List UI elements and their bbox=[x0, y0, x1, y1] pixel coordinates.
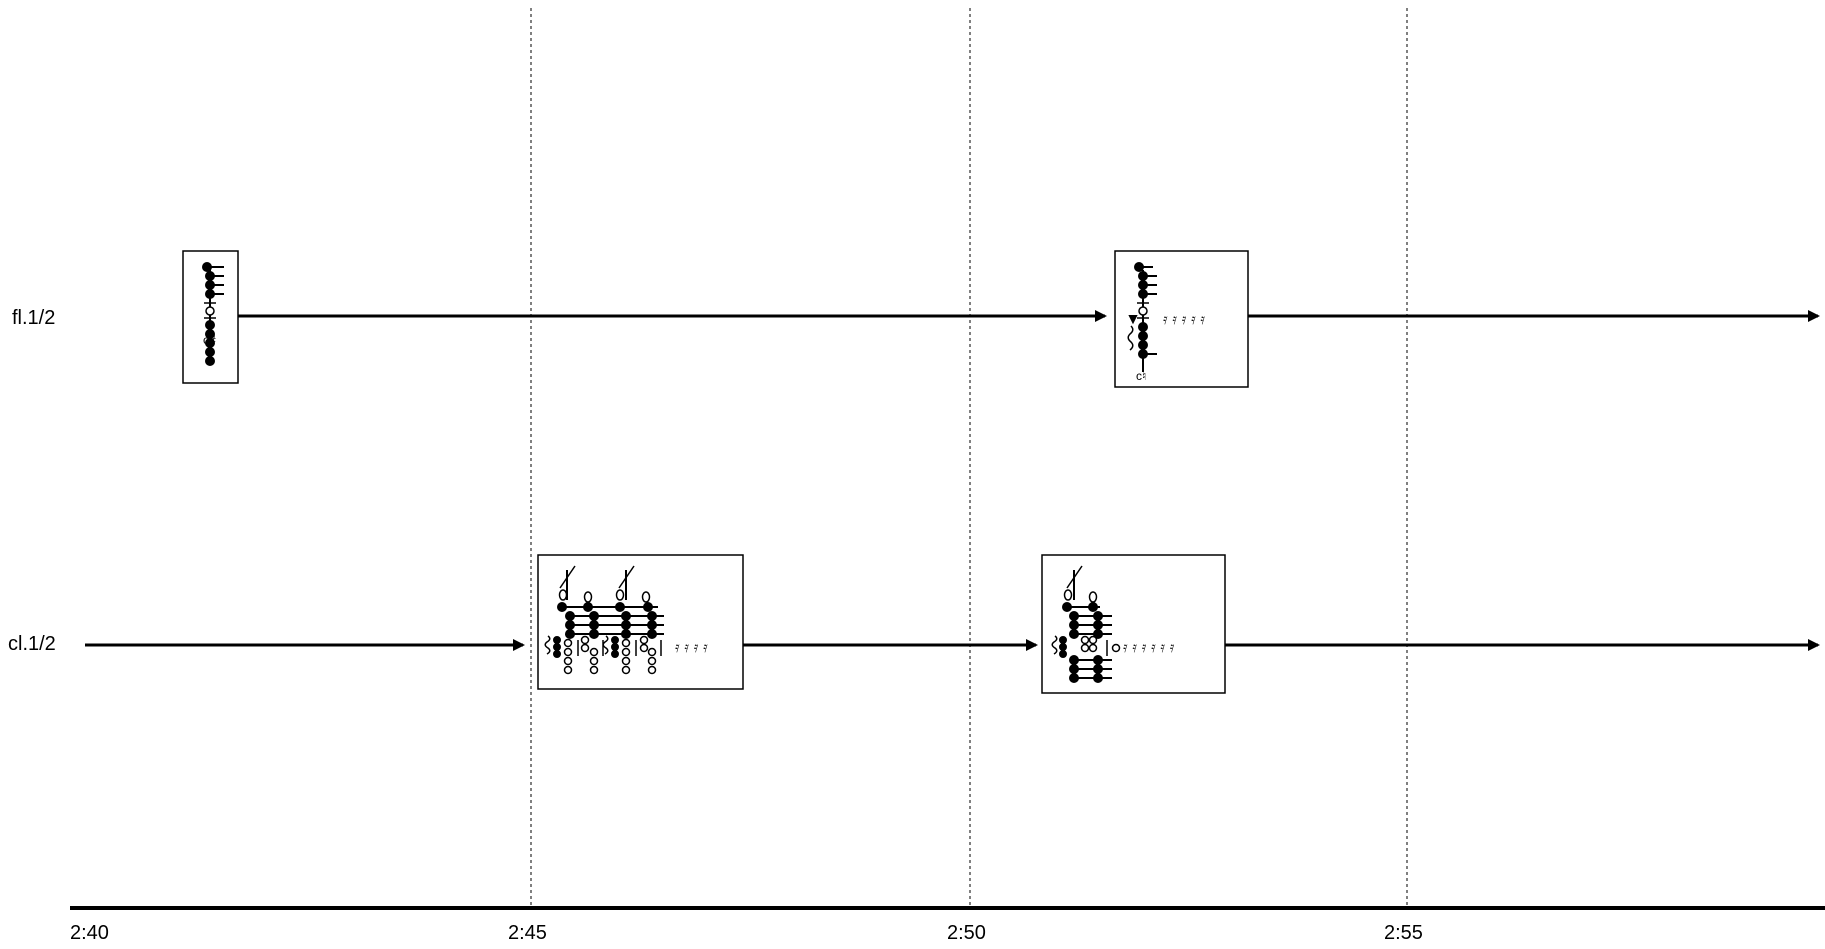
cl-fingering-box-2: 𝄿 𝄿 𝄿 𝄿 𝄿 𝄿 bbox=[1041, 554, 1226, 694]
track-label-flute: fl.1/2 bbox=[12, 307, 56, 329]
track-label-clarinet: cl.1/2 bbox=[8, 633, 56, 655]
fl-fingering-box-2: 𝄿 𝄿 𝄿 𝄿 𝄿 bbox=[1114, 250, 1249, 388]
fingering-diagram-icon bbox=[202, 262, 224, 366]
tick-label-2-45: 2:45 bbox=[508, 922, 547, 944]
svg-text:𝄿 𝄿 𝄿 𝄿 𝄿 𝄿: 𝄿 𝄿 𝄿 𝄿 𝄿 𝄿 bbox=[1123, 638, 1175, 656]
svg-text:𝄿 𝄿 𝄿 𝄿: 𝄿 𝄿 𝄿 𝄿 bbox=[675, 638, 708, 656]
tick-label-2-40: 2:40 bbox=[70, 922, 109, 944]
rest-symbols-icon: 𝄿 𝄿 𝄿 𝄿 𝄿 𝄿 bbox=[1123, 638, 1175, 656]
tick-label-2-50: 2:50 bbox=[947, 922, 986, 944]
note-label-c-sharp: c# bbox=[203, 333, 216, 347]
fingering-diagram-icon bbox=[544, 565, 664, 675]
cl-fingering-box-1: 𝄿 𝄿 𝄿 𝄿 bbox=[537, 554, 744, 690]
rest-symbols-icon: 𝄿 𝄿 𝄿 𝄿 bbox=[675, 638, 708, 656]
svg-text:𝄿 𝄿 𝄿 𝄿 𝄿: 𝄿 𝄿 𝄿 𝄿 𝄿 bbox=[1163, 310, 1205, 328]
fingering-diagram-icon bbox=[1127, 262, 1157, 372]
rest-symbols-icon: 𝄿 𝄿 𝄿 𝄿 𝄿 bbox=[1163, 310, 1205, 328]
tick-label-2-55: 2:55 bbox=[1384, 922, 1423, 944]
fingering-diagram-icon bbox=[1051, 565, 1121, 683]
fl-fingering-box-1 bbox=[182, 250, 239, 384]
note-label-c-natural: c♮ bbox=[1136, 369, 1147, 383]
